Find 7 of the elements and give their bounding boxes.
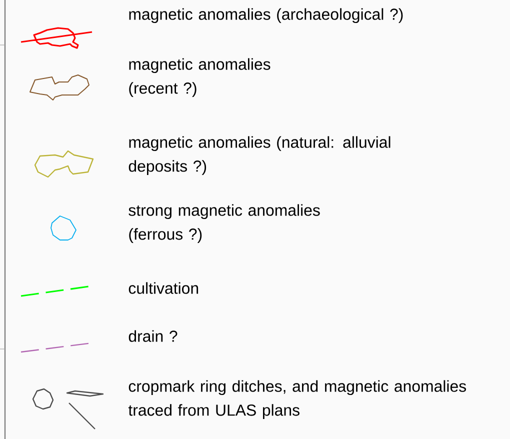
legend-text: strong magnetic anomalies (ferrous ?) — [128, 204, 320, 243]
legend-text: drain ? — [128, 330, 178, 342]
legend-text: cultivation — [128, 282, 198, 294]
legend-text: cropmark ring ditches, and magnetic anomalies traced from ULAS plans — [128, 380, 466, 419]
legend-text: magnetic anomalies (archaeological ?) — [129, 8, 403, 24]
legend-text: magnetic anomalies (natural: alluvial deposits ?) — [128, 136, 390, 175]
legend-text: magnetic anomalies (recent ?) — [129, 58, 270, 97]
